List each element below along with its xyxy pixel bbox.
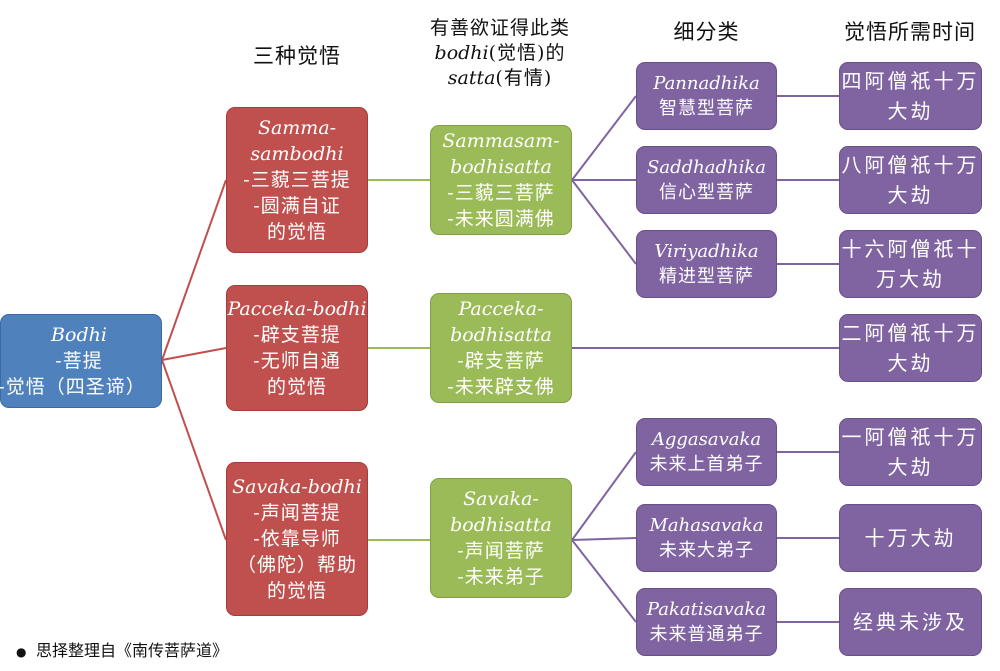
duration-1-line-b: 大劫 — [887, 99, 934, 123]
bodhi-type-savaka: Savaka-bodhi -声闻菩提 -依靠导师 （佛陀）帮助 的觉悟 — [226, 462, 368, 616]
header-bodhi-gloss: (觉悟)的 — [488, 42, 566, 64]
bodhi-type-pacceka-line3: 的觉悟 — [266, 376, 327, 398]
header-satta-term: satta — [447, 67, 496, 89]
bodhi-type-samma-line2: -圆满自证 — [253, 195, 341, 217]
subtype-mahasavaka-pali: Mahasavaka — [649, 515, 764, 536]
header-aspiring-line1: 有善欲证得此类 — [429, 17, 570, 39]
duration-saddhadhika: 八阿僧祇十万 大劫 — [839, 146, 982, 214]
subtype-pannadhika: Pannadhika 智慧型菩萨 — [636, 62, 777, 130]
header-aspiring-beings: 有善欲证得此类 bodhi(觉悟)的 satta(有情) — [405, 16, 595, 91]
subtype-viriyadhika-pali: Viriyadhika — [654, 241, 759, 262]
bodhi-type-savaka-line1: -声闻菩提 — [253, 502, 341, 524]
root-title: Bodhi — [51, 324, 107, 346]
subtype-saddhadhika: Saddhadhika 信心型菩萨 — [636, 146, 777, 214]
subtype-aggasavaka-zh: 未来上首弟子 — [649, 454, 764, 475]
subtype-pannadhika-pali: Pannadhika — [653, 73, 760, 94]
being-sammasam-bodhisatta: Sammasam- bodhisatta -三藐三菩萨 -未来圆满佛 — [430, 125, 572, 235]
subtype-mahasavaka-zh: 未来大弟子 — [659, 540, 754, 561]
being-sammasam-name-a: Sammasam- — [442, 130, 560, 152]
bodhi-type-samma-line1: -三藐三菩提 — [243, 169, 351, 191]
bodhi-type-samma: Samma- sambodhi -三藐三菩提 -圆满自证 的觉悟 — [226, 107, 368, 253]
connector-savakabeing-sub6 — [571, 539, 637, 623]
being-sammasam-name-b: bodhisatta — [450, 156, 552, 178]
being-savaka-bodhisatta: Savaka- bodhisatta -声闻菩萨 -未来弟子 — [430, 478, 572, 598]
header-aspiring-line3: satta(有情) — [405, 66, 595, 91]
connector-sammabeing-sub3 — [571, 179, 637, 265]
footnote: ● 思择整理自《南传菩萨道》 — [16, 640, 228, 663]
being-pacceka-name-b: bodhisatta — [450, 324, 552, 346]
bodhi-type-savaka-name: Savaka-bodhi — [232, 476, 362, 498]
bodhi-type-samma-line3: 的觉悟 — [266, 221, 327, 243]
duration-6-line-a: 十万大劫 — [864, 526, 957, 550]
header-subcategory-label: 细分类 — [673, 20, 740, 44]
duration-1-line-a: 四阿僧祇十万 — [841, 69, 980, 93]
subtype-pakatisavaka: Pakatisavaka 未来普通弟子 — [636, 588, 777, 656]
root-node-bodhi: Bodhi -菩提 -觉悟（四圣谛） — [0, 314, 162, 408]
duration-4-line-a: 二阿僧祇十万 — [841, 321, 980, 345]
subtype-mahasavaka: Mahasavaka 未来大弟子 — [636, 504, 777, 572]
connector-root-savaka — [161, 359, 227, 541]
duration-3-line-b: 万大劫 — [876, 267, 945, 291]
subtype-saddhadhika-zh: 信心型菩萨 — [659, 182, 754, 203]
duration-mahasavaka: 十万大劫 — [839, 504, 982, 572]
being-sammasam-line1: -三藐三菩萨 — [447, 182, 555, 204]
bodhi-type-samma-name-b: sambodhi — [250, 143, 344, 165]
bodhi-type-pacceka-line2: -无师自通 — [253, 350, 341, 372]
bodhi-type-savaka-line2: -依靠导师 — [253, 528, 341, 550]
connector-savakabeing-sub4 — [571, 451, 637, 541]
subtype-pakatisavaka-zh: 未来普通弟子 — [649, 624, 764, 645]
header-aspiring-line2: bodhi(觉悟)的 — [405, 41, 595, 66]
bodhi-type-pacceka-line1: -辟支菩提 — [253, 324, 341, 346]
bodhi-type-savaka-line3: （佛陀）帮助 — [236, 554, 357, 576]
bullet-icon: ● — [16, 644, 27, 659]
being-pacceka-bodhisatta: Pacceka- bodhisatta -辟支菩萨 -未来辟支佛 — [430, 293, 572, 403]
duration-4-line-b: 大劫 — [887, 351, 934, 375]
header-satta-gloss: (有情) — [495, 67, 553, 89]
subtype-aggasavaka: Aggasavaka 未来上首弟子 — [636, 418, 777, 486]
header-subcategory: 细分类 — [636, 20, 777, 45]
root-line3: -觉悟（四圣谛） — [0, 376, 146, 398]
being-pacceka-line1: -辟支菩萨 — [457, 350, 545, 372]
duration-5-line-b: 大劫 — [887, 455, 934, 479]
bodhi-type-pacceka: Pacceka-bodhi -辟支菩提 -无师自通 的觉悟 — [226, 285, 368, 411]
duration-2-line-a: 八阿僧祇十万 — [841, 153, 980, 177]
subtype-pakatisavaka-pali: Pakatisavaka — [646, 599, 767, 620]
duration-pannadhika: 四阿僧祇十万 大劫 — [839, 62, 982, 130]
header-time-required: 觉悟所需时间 — [825, 20, 995, 45]
duration-5-line-a: 一阿僧祇十万 — [841, 425, 980, 449]
subtype-viriyadhika-zh: 精进型菩萨 — [659, 266, 754, 287]
duration-aggasavaka: 一阿僧祇十万 大劫 — [839, 418, 982, 486]
root-line2: -菩提 — [55, 350, 103, 372]
bodhi-type-samma-name-a: Samma- — [257, 117, 337, 139]
connector-sammabeing-sub1 — [571, 95, 637, 181]
header-bodhi-term: bodhi — [434, 42, 489, 64]
connector-root-samma — [161, 179, 227, 361]
duration-7-line-a: 经典未涉及 — [853, 610, 968, 634]
being-savaka-name-a: Savaka- — [463, 488, 539, 510]
being-savaka-line2: -未来弟子 — [457, 566, 545, 588]
duration-pacceka: 二阿僧祇十万 大劫 — [839, 314, 982, 382]
duration-viriyadhika: 十六阿僧祇十 万大劫 — [839, 230, 982, 298]
connector-root-pacceka — [161, 347, 227, 361]
being-savaka-line1: -声闻菩萨 — [457, 540, 545, 562]
being-savaka-name-b: bodhisatta — [450, 514, 552, 536]
duration-2-line-b: 大劫 — [887, 183, 934, 207]
bodhi-type-savaka-line4: 的觉悟 — [266, 580, 327, 602]
header-three-bodhi: 三种觉悟 — [226, 44, 368, 69]
header-three-bodhi-label: 三种觉悟 — [253, 44, 341, 68]
being-sammasam-line2: -未来圆满佛 — [447, 208, 555, 230]
subtype-viriyadhika: Viriyadhika 精进型菩萨 — [636, 230, 777, 298]
being-pacceka-name-a: Pacceka- — [458, 298, 544, 320]
bodhi-type-pacceka-name: Pacceka-bodhi — [227, 298, 367, 320]
subtype-saddhadhika-pali: Saddhadhika — [647, 157, 766, 178]
connector-savakabeing-sub5 — [571, 537, 637, 541]
subtype-pannadhika-zh: 智慧型菩萨 — [659, 98, 754, 119]
footnote-text: 思择整理自《南传菩萨道》 — [36, 641, 229, 660]
duration-3-line-a: 十六阿僧祇十 — [841, 237, 980, 261]
subtype-aggasavaka-pali: Aggasavaka — [651, 429, 762, 450]
duration-pakatisavaka: 经典未涉及 — [839, 588, 982, 656]
being-pacceka-line2: -未来辟支佛 — [447, 376, 555, 398]
header-time-required-label: 觉悟所需时间 — [844, 20, 976, 44]
